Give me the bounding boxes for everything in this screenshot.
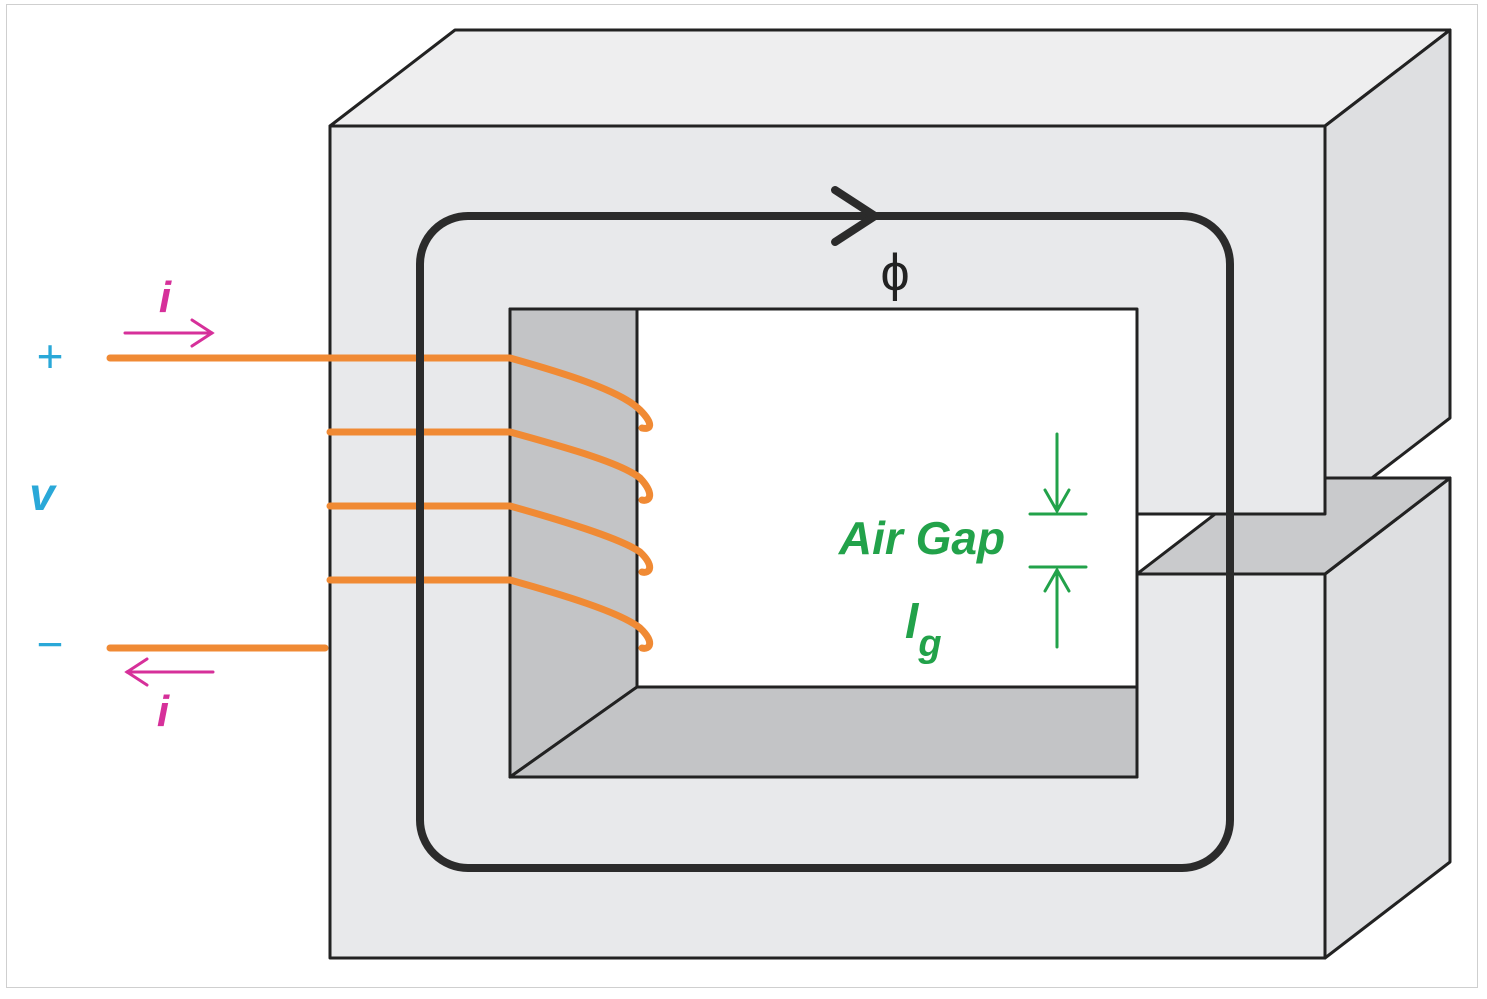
air-gap-label: Air Gap	[838, 512, 1005, 564]
arrow-left-icon	[124, 657, 149, 687]
flux-arrow-icon	[831, 186, 879, 246]
minus-terminal-label: −	[37, 618, 64, 670]
winding-turn-2	[326, 428, 654, 504]
gap-length-subscript: g	[917, 623, 941, 665]
winding-turn-3	[326, 502, 654, 576]
flux-label: ϕ	[880, 244, 909, 302]
core-top-face	[328, 28, 1452, 128]
lead-top	[106, 354, 654, 432]
plus-terminal-label: +	[37, 330, 64, 382]
flux-path	[416, 186, 1234, 872]
gap-length-symbol: l	[905, 596, 920, 649]
arrow-right-icon	[190, 318, 215, 348]
voltage-label: v	[29, 468, 57, 520]
current-label-bottom: i	[157, 687, 170, 736]
winding-turn-4	[326, 576, 654, 652]
arrow-down-icon	[1043, 488, 1071, 515]
winding-coil	[106, 354, 654, 652]
arrow-up-icon	[1043, 566, 1071, 593]
current-label-top: i	[159, 273, 172, 322]
current-arrows	[123, 318, 215, 687]
gap-length-label: lg	[905, 596, 942, 665]
air-gap-dimension	[1028, 432, 1088, 649]
